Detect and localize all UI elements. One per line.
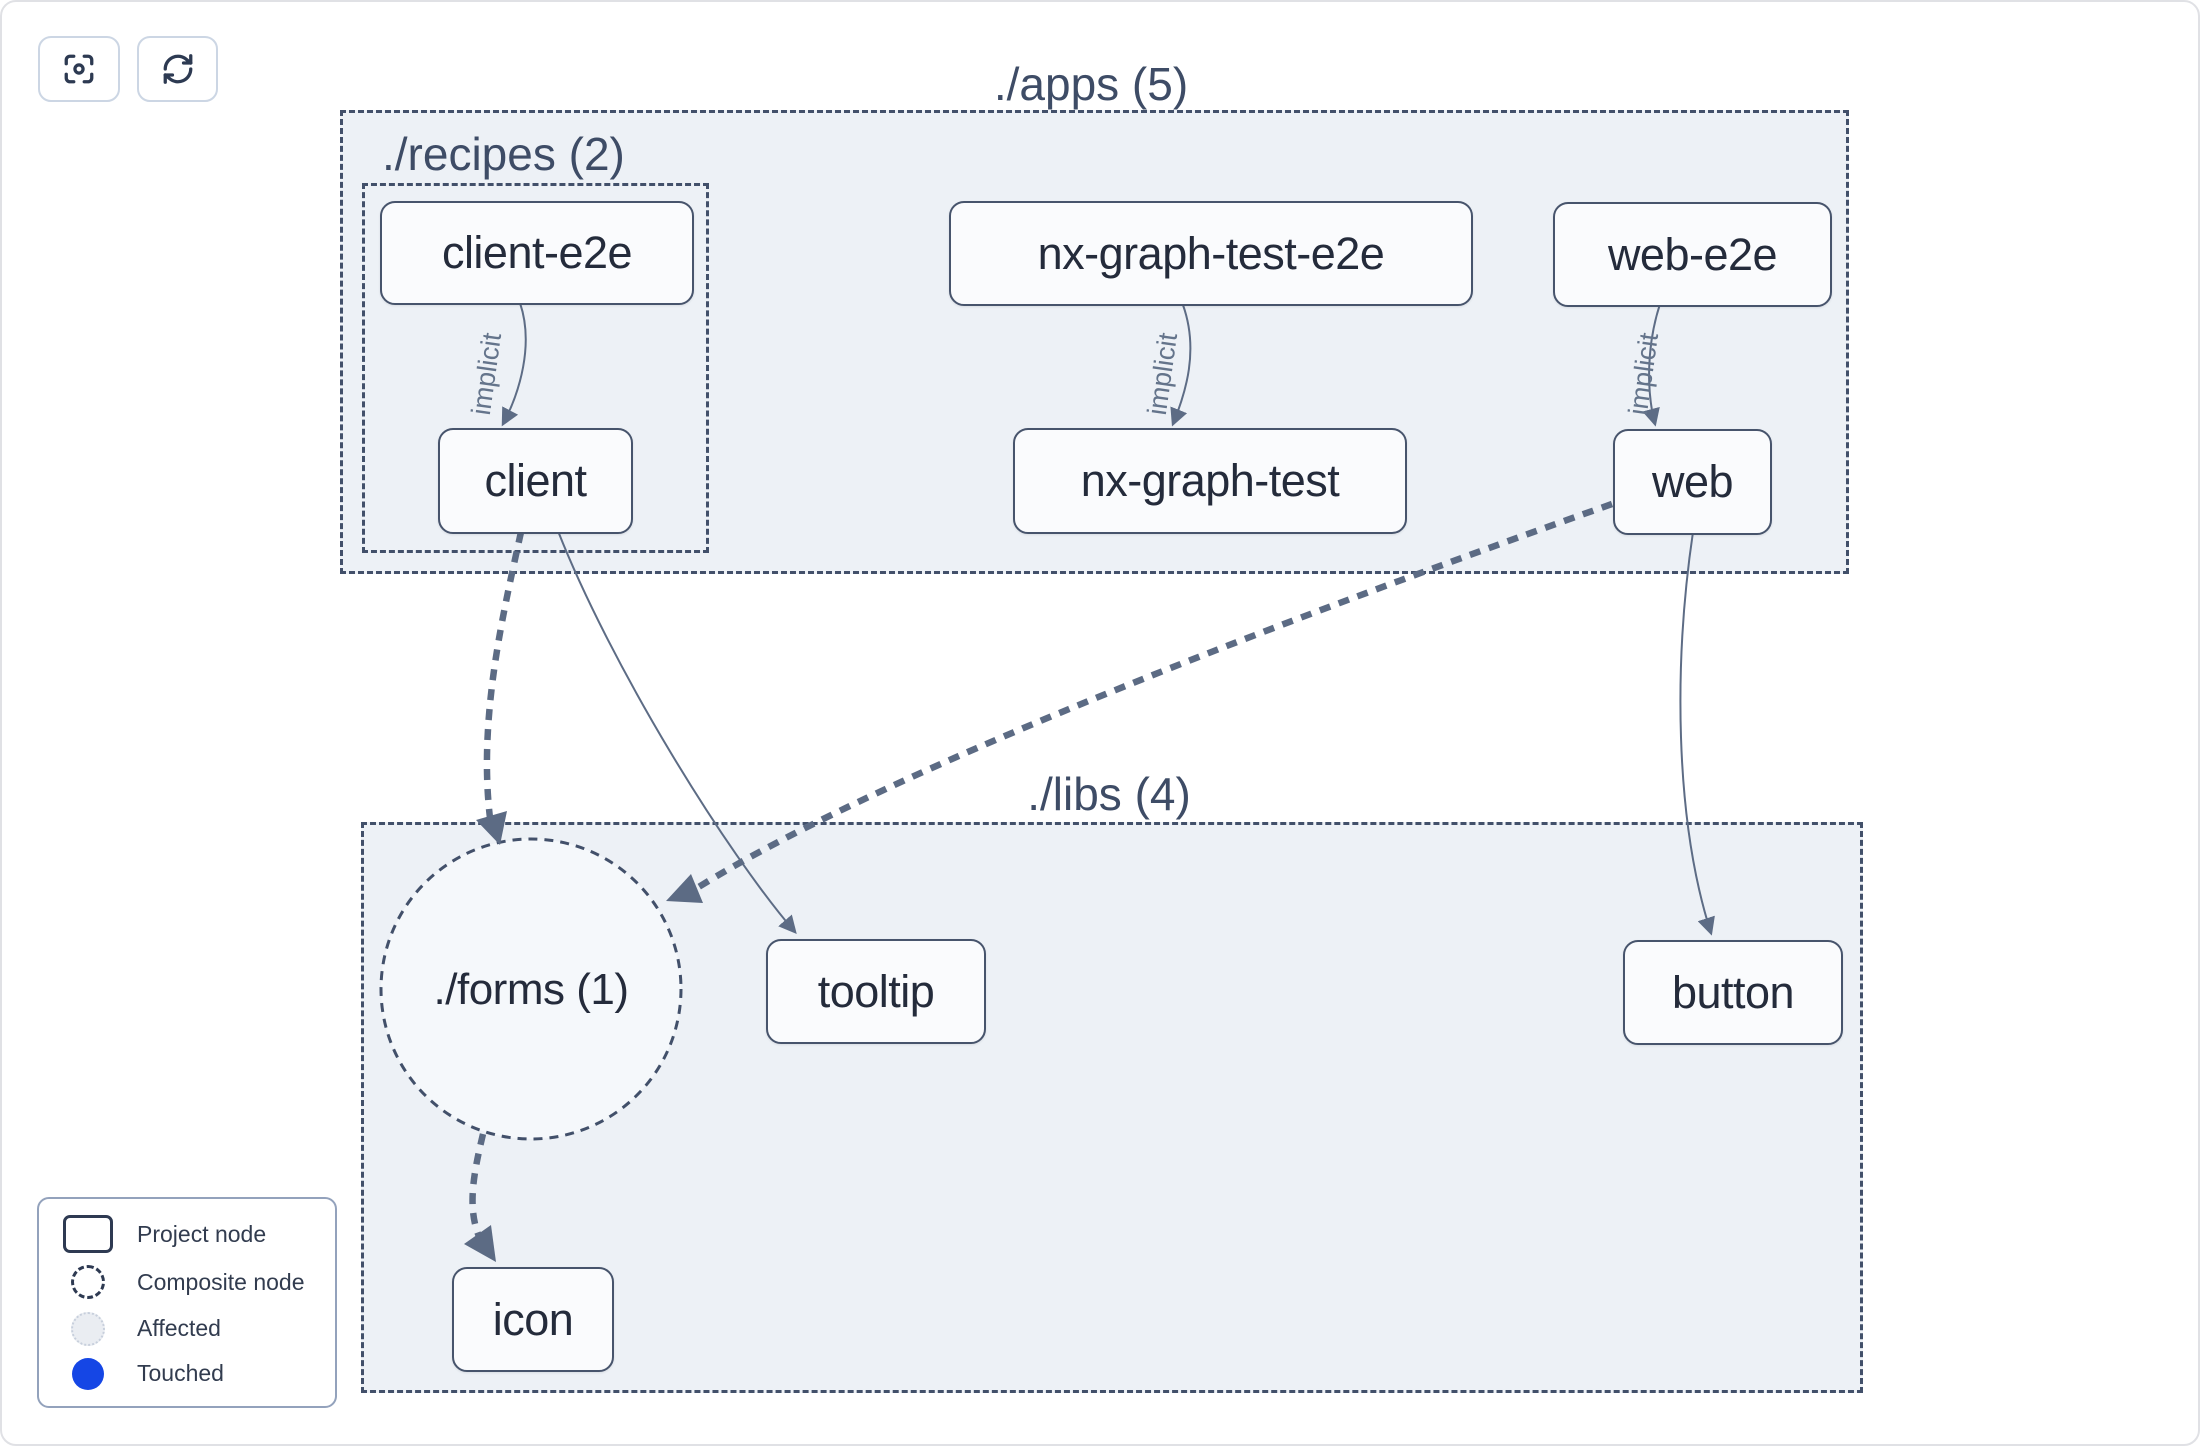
refresh-graph-button[interactable] — [137, 36, 218, 102]
node-icon[interactable]: icon — [452, 1267, 614, 1372]
project-node-icon — [63, 1215, 113, 1254]
group-libs-title: ./libs (4) — [1027, 768, 1191, 820]
composite-node-icon — [71, 1265, 105, 1300]
legend-item-project-node: Project node — [39, 1215, 335, 1254]
node-client-e2e[interactable]: client-e2e — [380, 201, 694, 305]
node-web[interactable]: web — [1613, 429, 1772, 535]
node-nx-graph-test[interactable]: nx-graph-test — [1013, 428, 1407, 534]
affected-icon — [71, 1311, 105, 1346]
legend-label: Composite node — [137, 1268, 305, 1295]
node-web-e2e[interactable]: web-e2e — [1553, 202, 1832, 307]
legend-item-affected: Affected — [39, 1311, 335, 1346]
legend-label: Project node — [137, 1220, 267, 1247]
node-nx-graph-test-e2e[interactable]: nx-graph-test-e2e — [949, 201, 1473, 306]
refresh-icon — [160, 51, 196, 87]
legend-label: Touched — [137, 1360, 224, 1387]
legend-panel: Project node Composite node Affected Tou… — [37, 1197, 337, 1408]
node-button[interactable]: button — [1623, 940, 1843, 1045]
edge-client-forms — [483, 531, 525, 819]
focus-frame-icon — [61, 51, 97, 87]
legend-item-touched: Touched — [39, 1357, 335, 1390]
focus-graph-button[interactable] — [38, 36, 120, 102]
composite-node-forms-circle[interactable] — [379, 837, 683, 1141]
group-apps-title: ./apps (5) — [993, 58, 1189, 110]
node-tooltip[interactable]: tooltip — [766, 939, 986, 1044]
touched-icon — [72, 1357, 104, 1390]
legend-label: Affected — [137, 1315, 221, 1342]
legend-item-composite-node: Composite node — [39, 1265, 335, 1300]
node-client[interactable]: client — [438, 428, 633, 534]
